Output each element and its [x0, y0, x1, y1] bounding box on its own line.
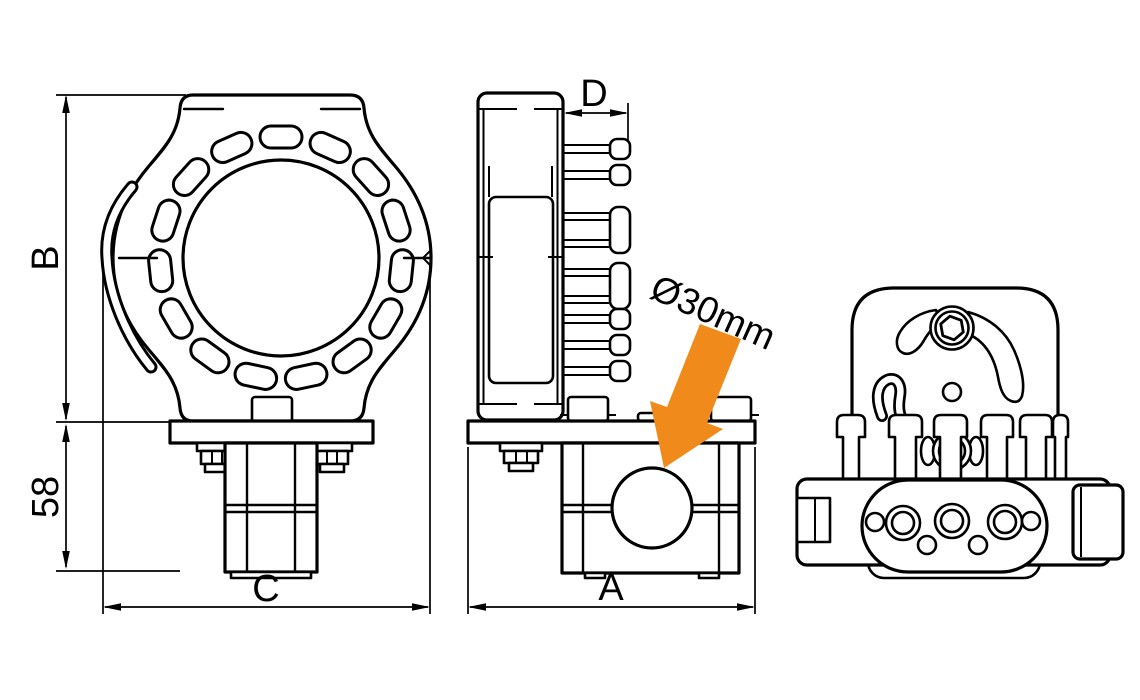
side-body-details	[478, 108, 563, 405]
rear-handle-right-wing	[964, 310, 1025, 404]
dim-58-label: 58	[25, 476, 67, 518]
rear-right-clamp	[1071, 483, 1125, 561]
dimension-a: A	[467, 447, 756, 614]
rear-handle-left-wing	[895, 308, 943, 356]
callout-arrow	[650, 324, 741, 468]
dimension-b: B	[25, 94, 186, 423]
rear-left-notch	[795, 496, 832, 544]
front-bolt-boss	[250, 395, 294, 424]
front-bracket-plate	[168, 419, 375, 445]
front-release-lever	[100, 180, 158, 374]
rear-hook-strap	[871, 373, 912, 432]
rear-connector-ports	[864, 502, 1042, 556]
dimension-c: C	[102, 263, 431, 614]
rear-fins	[835, 413, 1070, 482]
front-view	[100, 93, 433, 580]
front-lens-circle	[181, 158, 381, 358]
side-clamp-hole	[610, 466, 694, 550]
front-clamp-post	[223, 441, 319, 580]
dim-a-label: A	[598, 567, 624, 609]
rear-pilot-hole	[941, 381, 963, 403]
front-bezel-roller-ring	[147, 124, 415, 391]
side-clamp-block	[560, 441, 741, 580]
side-heatsink-fins	[563, 137, 632, 383]
rear-view	[795, 286, 1125, 580]
dim-c-label: C	[252, 568, 279, 610]
rear-hex-bolt	[929, 305, 975, 351]
front-seam-right-notch	[421, 249, 432, 267]
dimension-d: D	[564, 73, 629, 141]
dim-d-label: D	[580, 73, 607, 115]
side-nut	[498, 441, 544, 473]
dim-b-label: B	[25, 245, 67, 270]
dimension-58: 58	[25, 424, 180, 572]
